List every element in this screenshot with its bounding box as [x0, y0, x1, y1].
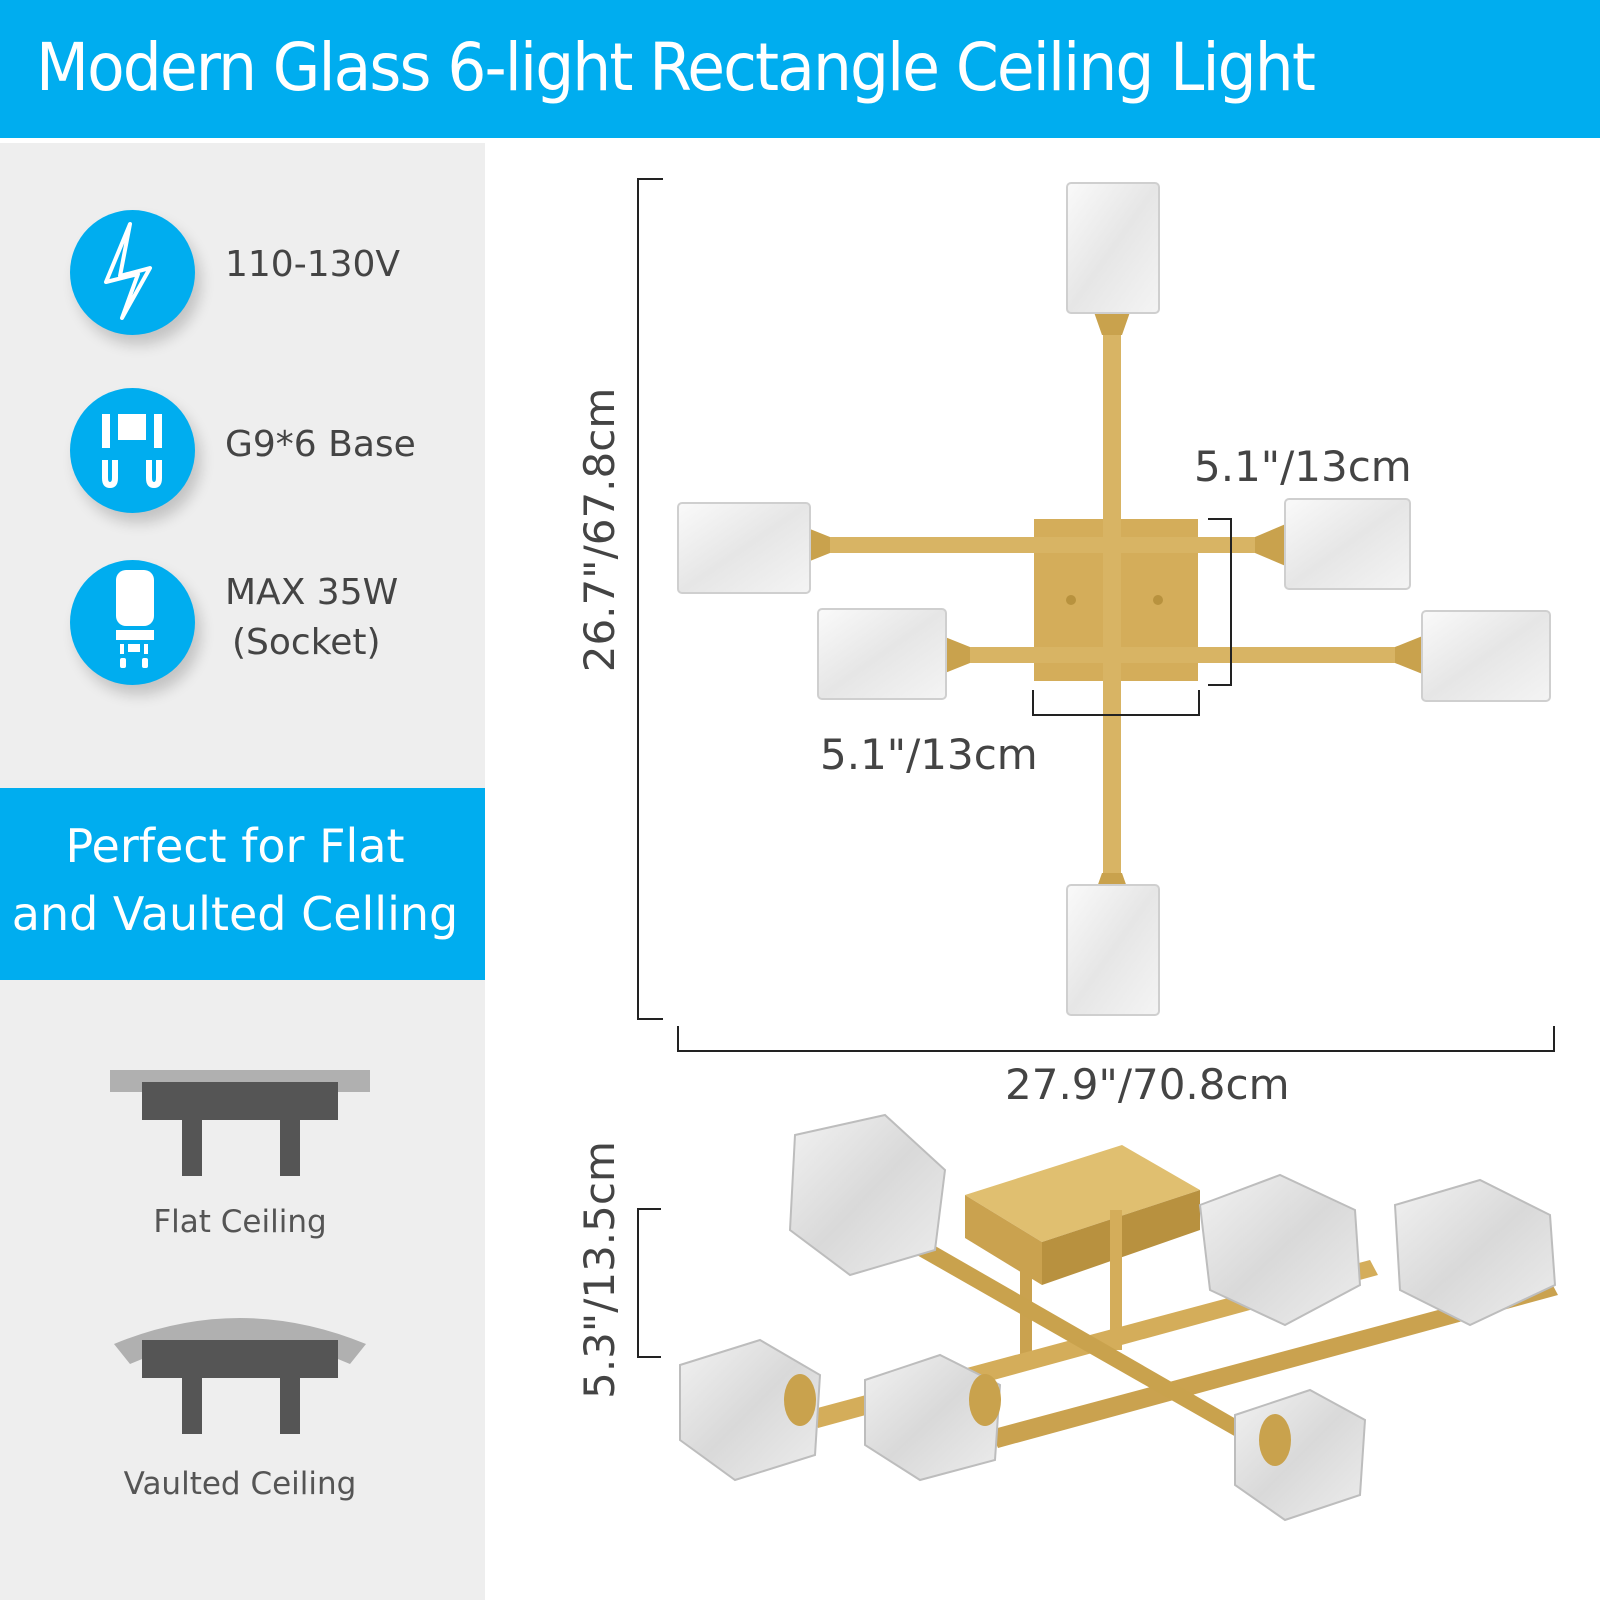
fixture-perspective-view [679, 1113, 1558, 1522]
width-bracket [677, 1026, 1555, 1052]
spec-wattage-label-2: (Socket) [232, 622, 381, 663]
vaulted-ceiling-icon [114, 1318, 366, 1434]
canopy-width-label: 5.1"/13cm [820, 730, 1038, 779]
depth-dimension-label: 5.3"/13.5cm [575, 1141, 624, 1399]
canopy-width-bracket [1032, 690, 1200, 716]
banner-line-2: and Vaulted Celling [11, 887, 459, 941]
flat-ceiling-label: Flat Ceiling [153, 1204, 327, 1240]
spec-base-label: G9*6 Base [225, 424, 416, 465]
g9-base-pins-icon [70, 388, 195, 513]
banner-text: Perfect for Flat and Vaulted Celling [0, 812, 470, 948]
g9-bulb-icon [70, 560, 195, 685]
flat-ceiling-icon [110, 1070, 370, 1176]
lightning-bolt-icon [70, 210, 195, 335]
banner-line-1: Perfect for Flat [65, 819, 405, 873]
height-bracket [637, 178, 663, 1020]
spec-wattage: MAX 35W (Socket) [70, 560, 490, 690]
page-title: Modern Glass 6-light Rectangle Ceiling L… [36, 29, 1316, 106]
width-dimension-label: 27.9"/70.8cm [1005, 1060, 1290, 1109]
header-banner: Modern Glass 6-light Rectangle Ceiling L… [0, 0, 1600, 138]
vaulted-ceiling-label: Vaulted Ceiling [123, 1466, 357, 1502]
height-dimension-label: 26.7"/67.8cm [575, 387, 624, 673]
spec-base: G9*6 Base [70, 388, 490, 518]
depth-bracket [637, 1208, 661, 1358]
flat-ceiling-item: Flat Ceiling [110, 1068, 370, 1240]
canopy-height-label: 5.1"/13cm [1194, 442, 1412, 491]
canopy-height-bracket [1208, 518, 1232, 686]
ceiling-compat-banner: Perfect for Flat and Vaulted Celling [0, 788, 485, 980]
fixture-top-view [677, 182, 1551, 1016]
spec-wattage-label-1: MAX 35W [225, 572, 399, 613]
vaulted-ceiling-item: Vaulted Ceiling [110, 1306, 370, 1502]
spec-voltage: 110-130V [70, 210, 490, 340]
spec-voltage-label: 110-130V [225, 244, 401, 285]
